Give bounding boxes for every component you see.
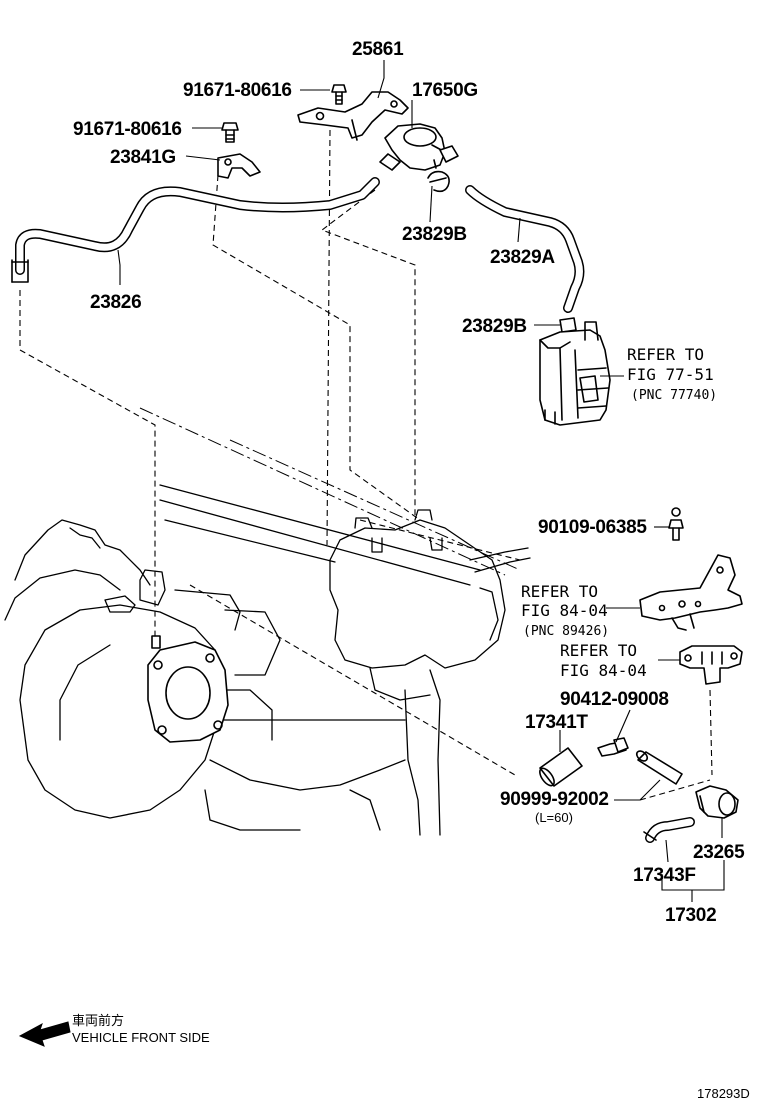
ref-vsv-line2: FIG 84-04 bbox=[560, 661, 647, 680]
vsv-part bbox=[679, 645, 743, 685]
engine-outline bbox=[4, 407, 531, 836]
label-17650g: 17650G bbox=[412, 80, 478, 101]
label-90999: 90999-92002 bbox=[500, 789, 609, 810]
label-23265: 23265 bbox=[693, 842, 745, 863]
label-23841g: 23841G bbox=[110, 147, 176, 168]
label-17302: 17302 bbox=[665, 905, 716, 926]
direction-jp: 車両前方 bbox=[72, 1013, 124, 1028]
label-17343f: 17343F bbox=[633, 865, 696, 886]
label-23829a: 23829A bbox=[490, 247, 555, 268]
hose-90999 bbox=[635, 750, 683, 785]
ref-bracket-line1: REFER TO bbox=[521, 582, 598, 601]
hose-23829A bbox=[465, 185, 585, 313]
direction-en: VEHICLE FRONT SIDE bbox=[72, 1030, 210, 1045]
ref-bracket-line2: FIG 84-04 bbox=[521, 601, 608, 620]
part-labels: 25861 91671-80616 17650G 91671-80616 238… bbox=[73, 39, 745, 926]
label-23829b-bottom: 23829B bbox=[462, 316, 527, 337]
vsv-bracket bbox=[639, 507, 743, 631]
ref-canister-line2: FIG 77-51 bbox=[627, 365, 714, 384]
arrow-left-icon bbox=[18, 1021, 71, 1047]
vehicle-front-indicator: 車両前方 VEHICLE FRONT SIDE bbox=[18, 1013, 210, 1047]
label-90412: 90412-09008 bbox=[560, 689, 669, 710]
leader-lines bbox=[117, 60, 725, 902]
valve-23265 bbox=[695, 785, 739, 819]
ref-vsv-line1: REFER TO bbox=[560, 641, 637, 660]
figure-id: 178293D bbox=[697, 1086, 750, 1101]
label-90109: 90109-06385 bbox=[538, 517, 647, 538]
ref-canister-line1: REFER TO bbox=[627, 345, 704, 364]
clamp-23841g bbox=[217, 153, 261, 179]
label-91671-left: 91671-80616 bbox=[73, 119, 182, 140]
label-91671-top: 91671-80616 bbox=[183, 80, 292, 101]
ref-canister-line3: (PNC 77740) bbox=[631, 388, 717, 403]
hose-23826 bbox=[11, 177, 380, 283]
bolt-91671-left bbox=[221, 122, 239, 143]
ref-bracket-line3: (PNC 89426) bbox=[523, 624, 609, 639]
label-25861: 25861 bbox=[352, 39, 404, 60]
fitting-90412 bbox=[597, 737, 629, 757]
pipe-17341t bbox=[539, 747, 583, 787]
routing-lines bbox=[19, 129, 713, 801]
vsv-17650g bbox=[297, 84, 459, 171]
clip-23829b-top bbox=[427, 159, 450, 193]
label-90999-length: (L=60) bbox=[535, 810, 573, 825]
hose-17343f bbox=[643, 817, 695, 843]
charcoal-canister bbox=[539, 317, 611, 426]
label-23826: 23826 bbox=[90, 292, 141, 313]
label-17341t: 17341T bbox=[525, 712, 588, 733]
label-23829b-top: 23829B bbox=[402, 224, 467, 245]
